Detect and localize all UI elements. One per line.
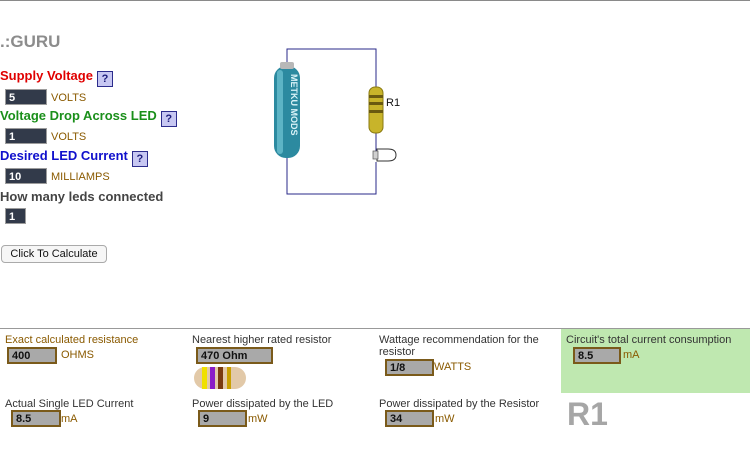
led-current-unit: MILLIAMPS (51, 171, 110, 183)
led-icon (372, 148, 397, 162)
wattage-unit: WATTS (434, 361, 472, 373)
led-current-text: Desired LED Current (0, 148, 128, 163)
supply-voltage-text: Supply Voltage (0, 68, 93, 83)
led-count-input[interactable]: 1 (5, 208, 26, 224)
led-current-input[interactable]: 10 (5, 168, 47, 184)
exact-resistance-value: 400 (7, 347, 57, 364)
voltage-drop-text: Voltage Drop Across LED (0, 108, 157, 123)
battery-icon: METKU MODS (274, 62, 300, 158)
supply-voltage-unit: VOLTS (51, 92, 87, 104)
help-icon[interactable]: ? (160, 111, 177, 127)
total-current-unit: mA (623, 349, 640, 361)
resistor-r1-label: R1 (386, 97, 400, 109)
led-current-label: Desired LED Current? (0, 148, 148, 167)
wattage-value: 1/8 (385, 359, 434, 376)
nearest-resistor-value: 470 Ohm (196, 347, 273, 364)
exact-resistance-cell: Exact calculated resistance (5, 334, 138, 346)
top-border (0, 0, 750, 1)
led-power-value: 9 (198, 410, 247, 427)
voltage-drop-input[interactable]: 1 (5, 128, 47, 144)
help-icon[interactable]: ? (96, 71, 113, 87)
supply-voltage-label: Supply Voltage? (0, 68, 113, 87)
single-led-current-unit: mA (61, 413, 78, 425)
total-current-label: Circuit's total current consumption (566, 334, 732, 346)
circuit-diagram: METKU MODS R1 (274, 48, 400, 195)
led-power-unit: mW (248, 413, 268, 425)
results-panel: Exact calculated resistance 400 OHMS Nea… (0, 328, 750, 458)
supply-voltage-input[interactable]: 5 (5, 89, 47, 105)
page-title: .:GURU (0, 32, 61, 51)
resistor-power-unit: mW (435, 413, 455, 425)
wattage-label: Wattage recommendation for the resistor (379, 334, 539, 358)
voltage-drop-label: Voltage Drop Across LED? (0, 108, 177, 127)
single-led-current-value: 8.5 (11, 410, 61, 427)
resistor-power-label: Power dissipated by the Resistor (379, 398, 540, 410)
battery-brand-text: METKU MODS (289, 74, 299, 136)
help-icon[interactable]: ? (131, 151, 148, 167)
resistor-power-value: 34 (385, 410, 434, 427)
led-count-label: How many leds connected (0, 189, 164, 204)
resistor-icon (368, 86, 384, 134)
single-led-current-label: Actual Single LED Current (5, 398, 134, 410)
exact-resistance-unit: OHMS (61, 349, 94, 361)
nearest-resistor-label: Nearest higher rated resistor (192, 334, 332, 346)
exact-resistance-label: Exact calculated resistance (5, 334, 139, 346)
calculate-button[interactable]: Click To Calculate (1, 245, 107, 263)
voltage-drop-unit: VOLTS (51, 131, 87, 143)
led-power-label: Power dissipated by the LED (192, 398, 334, 410)
r1-watermark: R1 (567, 396, 608, 432)
resistor-color-bands-icon (194, 367, 246, 389)
total-current-value: 8.5 (573, 347, 621, 364)
